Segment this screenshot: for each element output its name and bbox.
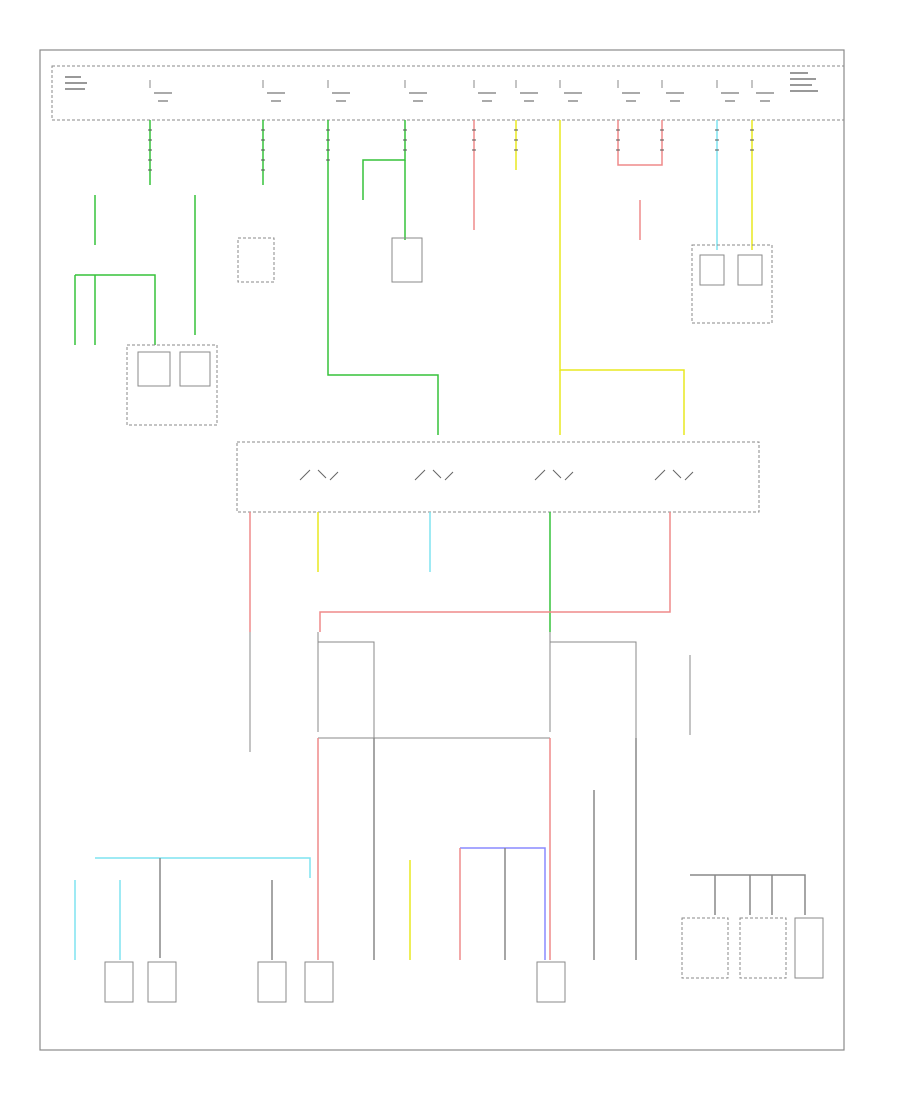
bottom-components: [104, 917, 824, 1003]
fuse-panel-label: [65, 72, 818, 92]
switches: [299, 469, 694, 481]
bottom-wires: [74, 738, 806, 960]
left-components: [126, 237, 773, 426]
connector-marks: [148, 129, 754, 171]
yellow-wires: [515, 120, 753, 435]
fuse-panel: [51, 65, 845, 121]
diagram-frame: [39, 49, 845, 1051]
green-wires: [149, 120, 439, 435]
lower-distribution: [249, 632, 691, 752]
switch-block: [236, 441, 760, 513]
red-wires: [473, 120, 663, 240]
fuse-terminals: [149, 80, 753, 88]
fuse-labels: [154, 92, 774, 102]
left-cluster-wires: [74, 195, 196, 345]
switch-output-wires: [249, 512, 671, 632]
